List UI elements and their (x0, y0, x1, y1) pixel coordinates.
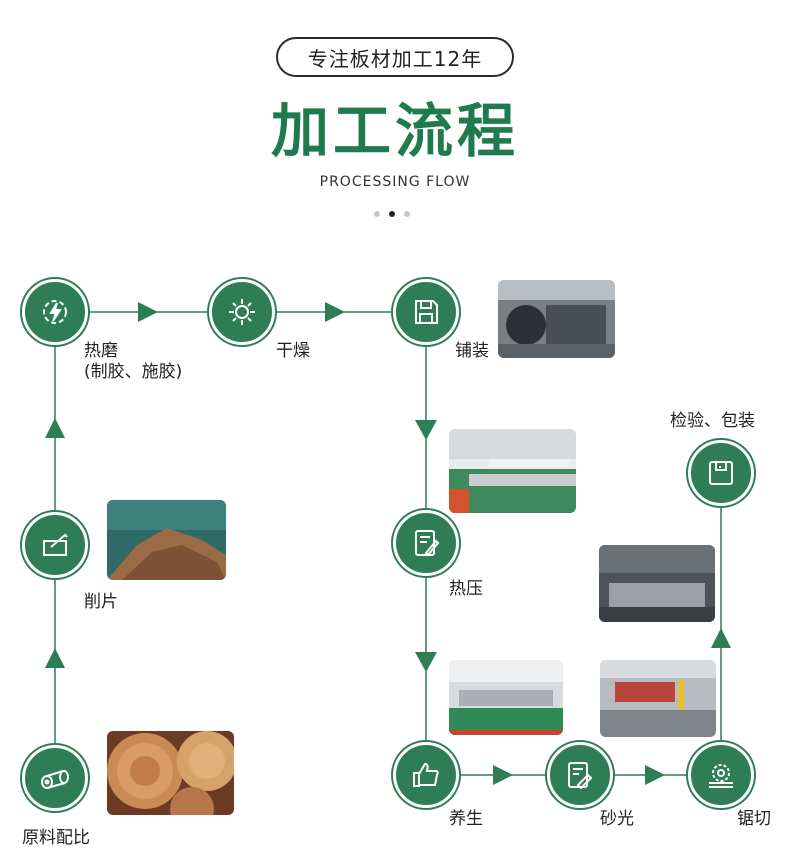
step-node-chipping (22, 512, 88, 578)
paving-machine-photo (498, 280, 615, 358)
step-node-packing (688, 440, 754, 506)
hot-press-line-photo (449, 429, 576, 513)
pager-dot (404, 211, 410, 217)
inspection-workshop-photo (599, 545, 715, 622)
saw-icon (709, 764, 733, 788)
step-node-paving (393, 279, 459, 345)
step-label-raw-material: 原料配比 (22, 828, 90, 848)
step-label-chipping: 削片 (84, 592, 118, 612)
step-node-sawing (688, 742, 754, 808)
arrow-right-4 (645, 765, 665, 785)
step-label-sanding: 砂光 (600, 809, 634, 829)
pager-dot-active (389, 211, 395, 217)
step-node-curing (393, 742, 459, 808)
thumbs-up-icon (413, 762, 439, 787)
step-label-drying: 干燥 (276, 341, 310, 361)
step-label-paving: 铺装 (455, 341, 489, 361)
step-node-drying (209, 279, 275, 345)
package-icon (709, 461, 733, 485)
sanding-icon (568, 762, 593, 790)
sun-icon (229, 299, 255, 325)
page-subtitle: PROCESSING FLOW (319, 174, 471, 190)
step-sublabel-hot-grinding: (制胶、施胶) (84, 362, 183, 382)
disk-icon (415, 300, 438, 324)
lightning-gear-icon (43, 300, 67, 324)
arrow-down-1 (415, 420, 437, 440)
arrow-up-3 (711, 628, 731, 648)
arrow-down-2 (415, 652, 437, 672)
tagline-text: 专注板材加工12年 (307, 46, 483, 71)
log-icon (41, 770, 69, 789)
wood-chips-photo (107, 500, 226, 580)
step-node-sanding (547, 742, 613, 808)
curing-workshop-photo (449, 660, 563, 735)
page-title: 加工流程 (270, 97, 519, 165)
arrow-up-2 (45, 418, 65, 438)
step-label-packing: 检验、包装 (670, 411, 755, 431)
pager-dot (374, 211, 380, 217)
step-label-sawing: 锯切 (737, 809, 771, 829)
tagline-badge: 专注板材加工12年 (276, 37, 514, 77)
arrow-right-3 (493, 765, 513, 785)
step-node-raw-material (22, 745, 88, 811)
chipping-icon (43, 533, 68, 556)
step-label-hot-press: 热压 (449, 579, 483, 599)
arrow-right-1 (138, 302, 158, 322)
step-node-hot-grinding (22, 279, 88, 345)
step-label-hot-grinding: 热磨 (84, 341, 118, 361)
cutting-line-photo (600, 660, 716, 737)
step-node-hot-press (393, 510, 459, 576)
step-label-curing: 养生 (449, 809, 483, 829)
arrow-right-2 (325, 302, 345, 322)
pager-dots (374, 211, 410, 217)
wood-logs-photo (107, 731, 234, 815)
arrow-up-1 (45, 648, 65, 668)
press-icon (415, 530, 440, 557)
